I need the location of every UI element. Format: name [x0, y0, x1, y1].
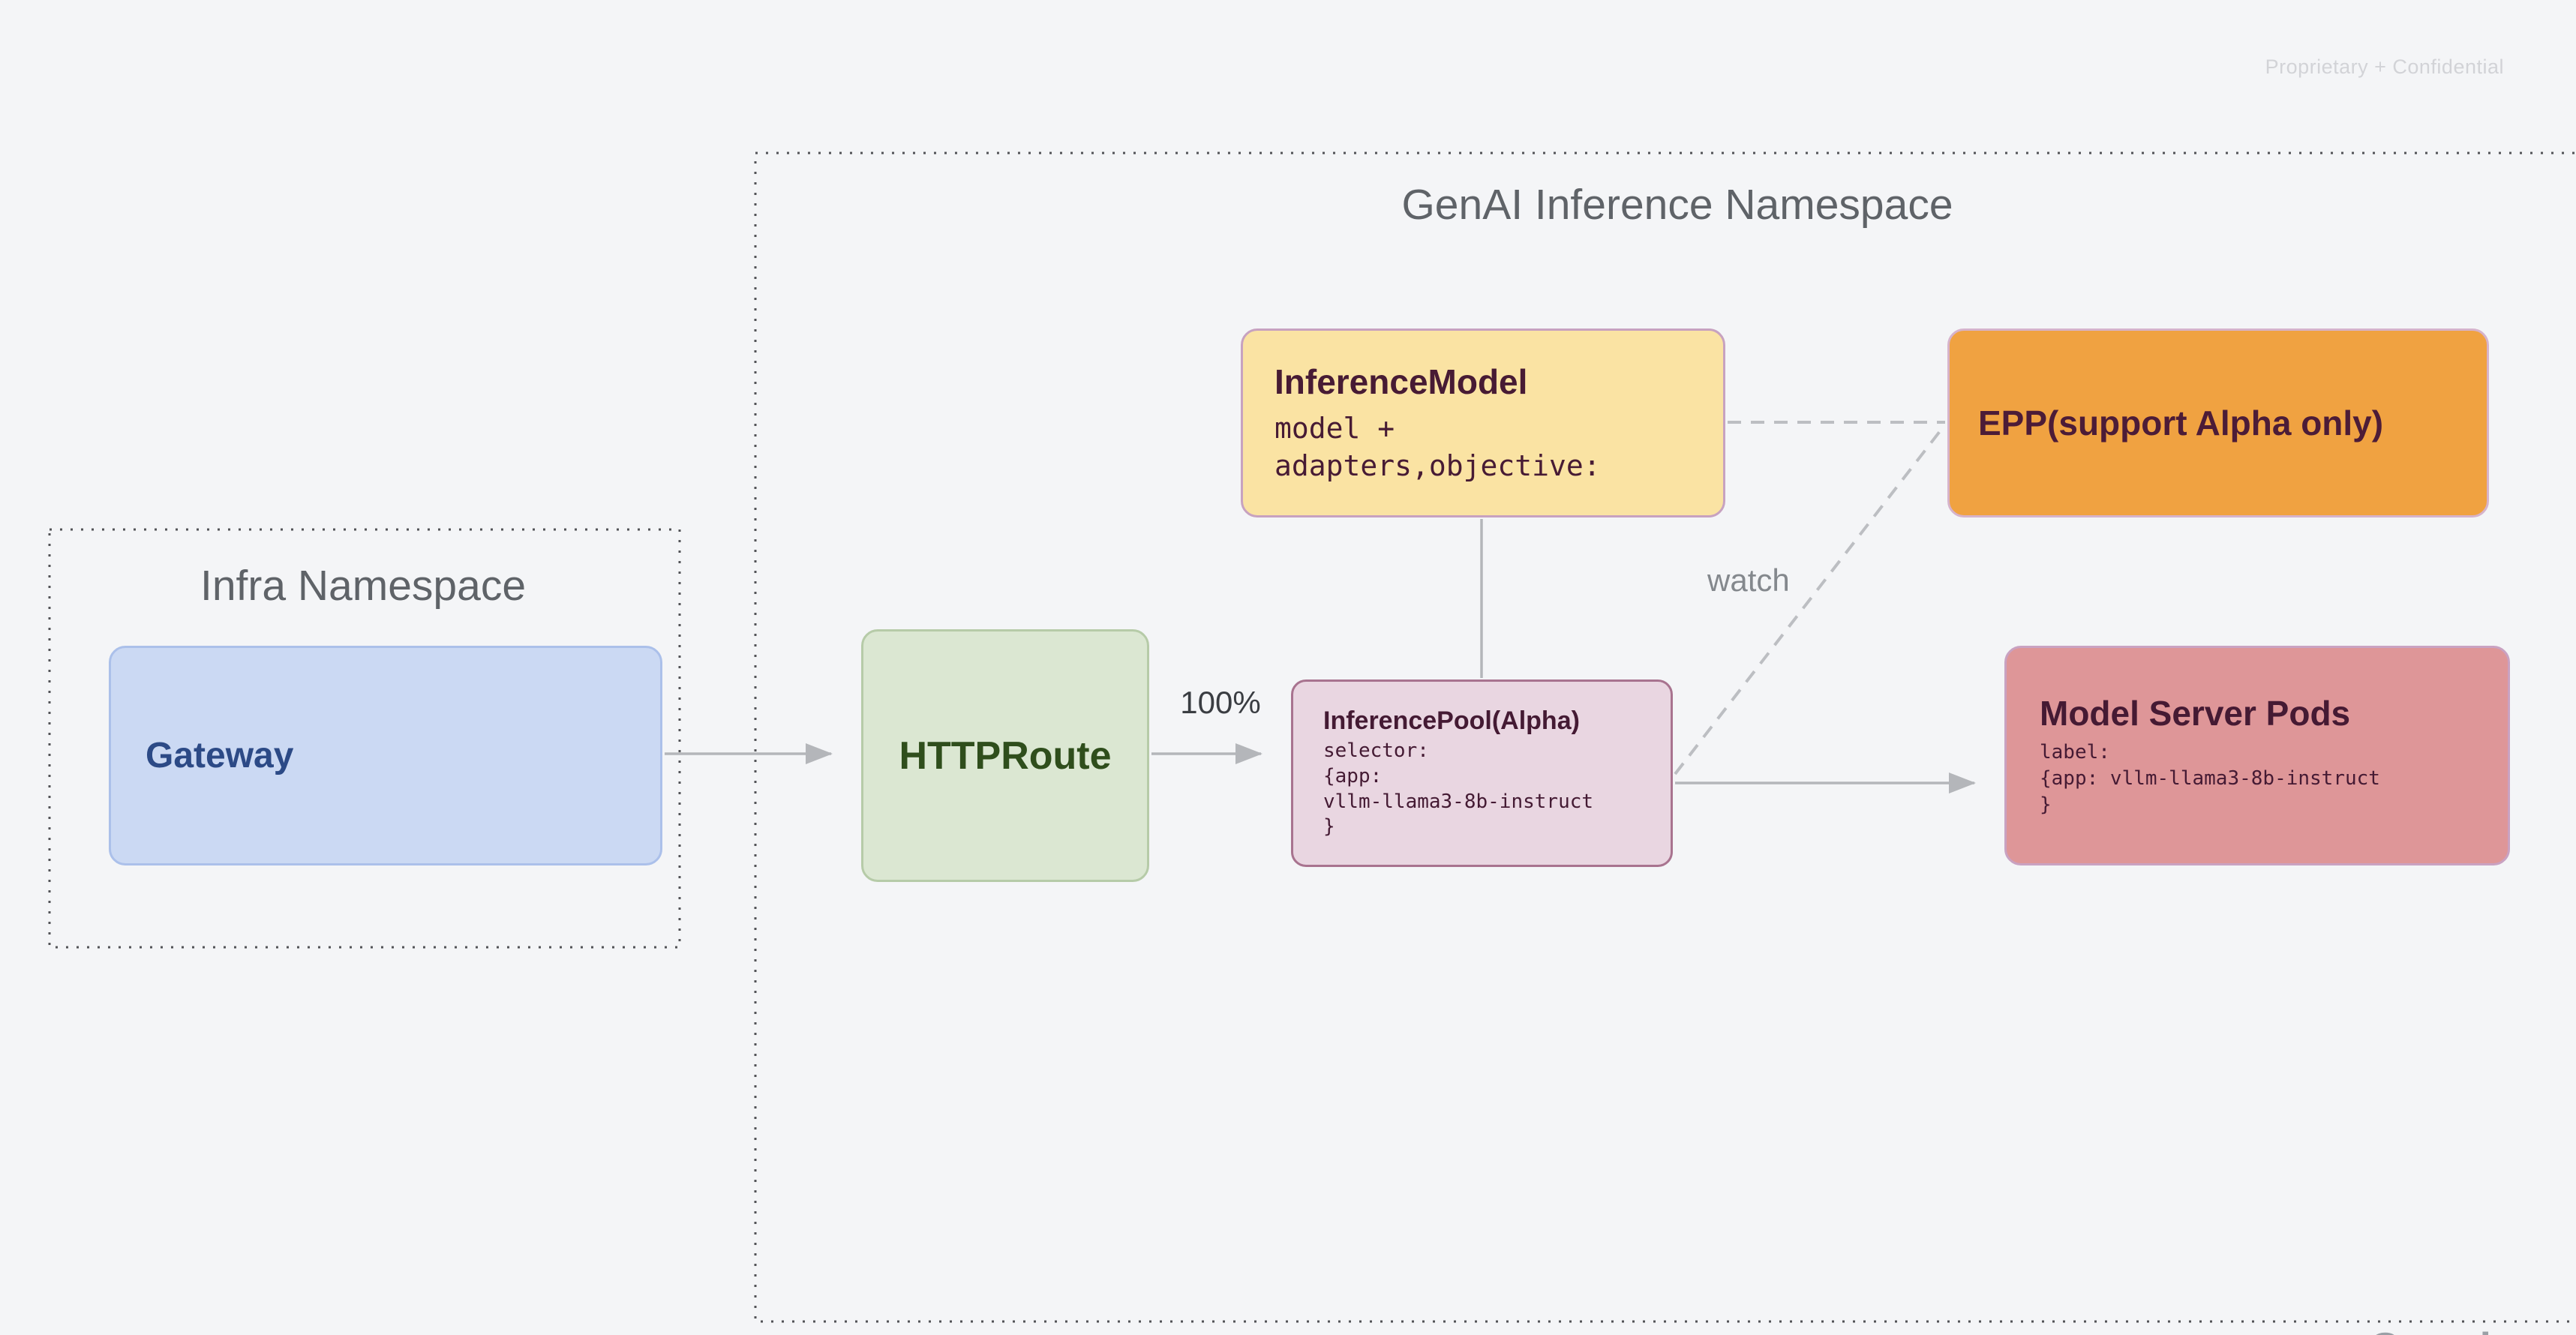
watch-label: watch — [1707, 562, 1790, 598]
gateway-title: Gateway — [146, 736, 294, 776]
node-epp[interactable]: EPP(support Alpha only) — [1947, 328, 2489, 518]
model-server-pods-line: } — [2040, 794, 2052, 817]
inference-pool-title: InferencePool(Alpha) — [1323, 706, 1580, 735]
inference-pool-line: {app: — [1323, 764, 1383, 788]
node-inference-pool[interactable]: InferencePool(Alpha) selector: {app: vll… — [1291, 680, 1673, 867]
inference-pool-line: vllm-llama3-8b-instruct — [1323, 790, 1594, 813]
node-gateway[interactable]: Gateway — [109, 646, 662, 866]
inference-model-line: model + — [1274, 411, 1395, 445]
epp-title: EPP(support Alpha only) — [1978, 404, 2384, 442]
infra-namespace-border — [48, 528, 681, 949]
dashed-inferencepool-to-epp — [1674, 423, 1947, 776]
inference-pool-line: selector: — [1323, 739, 1429, 762]
google-logo: Google — [2369, 1323, 2515, 1335]
model-server-pods-line: {app: vllm-llama3-8b-instruct — [2040, 766, 2380, 790]
traffic-percent-label: 100% — [1180, 685, 1261, 720]
inference-model-title: InferenceModel — [1274, 362, 1528, 401]
node-inference-model[interactable]: InferenceModel model + adapters,objectiv… — [1241, 328, 1725, 518]
inference-model-line: adapters,objective: — [1274, 449, 1601, 482]
model-server-pods-line: label: — [2040, 740, 2110, 764]
inference-pool-line: } — [1323, 815, 1335, 838]
infra-namespace-title: Infra Namespace — [200, 562, 527, 610]
node-httproute[interactable]: HTTPRoute — [861, 629, 1149, 882]
httproute-title: HTTPRoute — [899, 734, 1112, 778]
genai-namespace-title: GenAI Inference Namespace — [1401, 181, 1953, 229]
model-server-pods-title: Model Server Pods — [2040, 693, 2351, 733]
watermark-text: Proprietary + Confidential — [2265, 56, 2504, 78]
node-model-server-pods[interactable]: Model Server Pods label: {app: vllm-llam… — [2004, 646, 2510, 866]
